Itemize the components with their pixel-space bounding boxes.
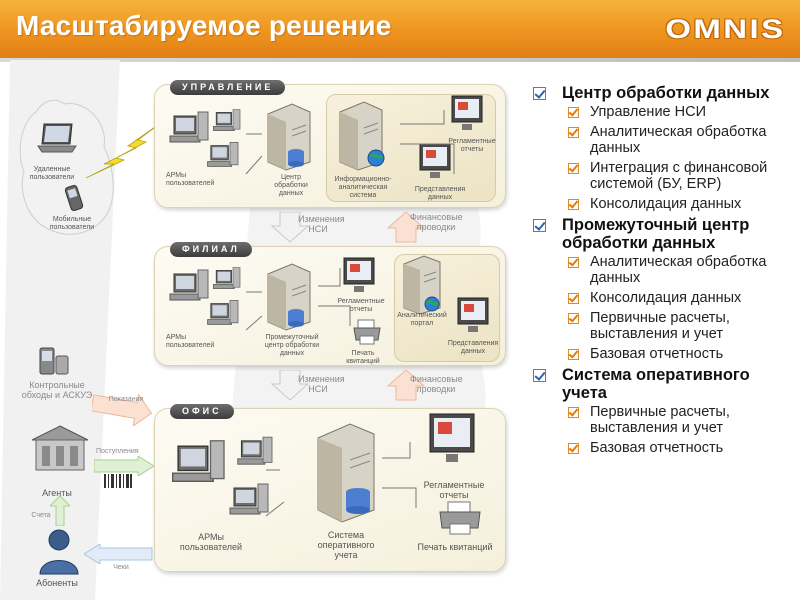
- checkbox-icon: [533, 219, 546, 232]
- list-item: Первичные расчеты, выставления и учет: [530, 310, 792, 342]
- lightning-icon: [85, 121, 163, 179]
- header-divider: [0, 58, 800, 62]
- checkbox-icon: [533, 87, 546, 100]
- checkbox-icon: [568, 349, 579, 360]
- reports-label-1: Регламентные отчеты: [448, 138, 496, 153]
- building-icon: [31, 425, 89, 471]
- arm-label-3: АРМы пользователей: [179, 532, 243, 552]
- arrow-right-icon: [94, 456, 155, 476]
- arrow-up-icon: [386, 212, 426, 243]
- arrow-left-icon: [84, 544, 153, 564]
- page-title: Масштабируемое решение: [16, 10, 392, 41]
- monitor-presentation-icon: [419, 143, 451, 178]
- printer-icon: [439, 501, 481, 535]
- fin-postings-label-2: Финансовые проводки: [410, 374, 463, 394]
- section-title: Система оперативного учета: [562, 366, 750, 402]
- checkbox-icon: [568, 313, 579, 324]
- section-title: Центр обработки данных: [562, 84, 770, 102]
- remote-users-label: Удаленные пользователи: [29, 166, 75, 181]
- mobile-users-label: Мобильные пользователи: [49, 216, 95, 231]
- section-title: Промежуточный центр обработки данных: [562, 216, 750, 252]
- center-label: Центр обработки данных: [274, 174, 308, 197]
- info-system-server-icon: [339, 101, 385, 171]
- checkbox-icon: [568, 257, 579, 268]
- operational-system-label: Система оперативного учета: [317, 530, 375, 560]
- data-presentation-label-2: Представления данных: [447, 340, 499, 355]
- arm-label-1: АРМы пользователей: [166, 172, 215, 187]
- subscribers-label: Абоненты: [36, 578, 78, 588]
- checkbox-icon: [568, 443, 579, 454]
- receipt-print-label-2: Печать квитанций: [346, 350, 380, 365]
- pc-cluster-icon: [172, 436, 273, 515]
- list-item: Управление НСИ: [530, 104, 792, 120]
- arrow-down-icon: [270, 370, 310, 401]
- checkbox-icon: [568, 127, 579, 138]
- arm-label-2: АРМы пользователей: [166, 334, 215, 349]
- checkbox-icon: [533, 369, 546, 382]
- analytic-portal-label: Аналитический портал: [397, 312, 447, 327]
- section-intermediate-center: Промежуточный центр обработки данных Ана…: [530, 216, 792, 362]
- portal-server-icon: [403, 255, 441, 315]
- arrow-up-icon: [386, 370, 426, 401]
- checkbox-icon: [568, 407, 579, 418]
- arrow-right-icon: [92, 393, 153, 426]
- list-item: Базовая отчетность: [530, 346, 792, 362]
- arrow-up-icon: [50, 496, 70, 526]
- payments-label: Поступления: [96, 448, 139, 455]
- pda-icon: [39, 347, 69, 375]
- list-item: Аналитическая обработка данных: [530, 124, 792, 156]
- pc-cluster-icon: [169, 109, 241, 167]
- server-icon: [317, 423, 375, 523]
- list-item: Первичные расчеты, выставления и учет: [530, 404, 792, 436]
- info-system-label: Информационно-аналитическая система: [334, 176, 392, 199]
- receipt-print-label-3: Печать квитанций: [417, 542, 493, 552]
- panel-tag-office: ОФИС: [170, 404, 234, 419]
- reports-label-3: Регламентные отчеты: [423, 480, 485, 500]
- feature-list: Центр обработки данных Управление НСИ Ан…: [530, 84, 792, 460]
- checks-label: Чеки: [113, 564, 129, 571]
- panel-tag-branch: ФИЛИАЛ: [170, 242, 252, 257]
- section-data-center: Центр обработки данных Управление НСИ Ан…: [530, 84, 792, 212]
- server-icon: [267, 263, 311, 331]
- agents-label: Агенты: [42, 488, 72, 498]
- pc-cluster-icon: [169, 267, 241, 325]
- omnis-logo: OMNIS: [665, 14, 786, 44]
- user-icon: [39, 529, 79, 575]
- list-item: Базовая отчетность: [530, 440, 792, 456]
- checkbox-icon: [568, 199, 579, 210]
- changes-nsi-label-1: Изменения НСИ: [298, 214, 345, 234]
- header-bar: Масштабируемое решение OMNIS: [0, 0, 800, 58]
- monitor-report-icon: [343, 257, 375, 292]
- laptop-icon: [37, 123, 77, 153]
- intermediate-center-label: Промежуточный центр обработки данных: [264, 334, 320, 357]
- reports-label-2: Регламентные отчеты: [337, 298, 385, 313]
- arrow-down-icon: [270, 212, 310, 243]
- checkbox-icon: [568, 107, 579, 118]
- monitor-report-icon: [451, 95, 483, 130]
- server-icon: [267, 103, 311, 171]
- monitor-presentation-icon: [457, 297, 489, 332]
- list-item: Интеграция с финансовой системой (БУ, ER…: [530, 160, 792, 192]
- control-rounds-label: Контрольные обходы и АСКУЭ: [21, 380, 93, 400]
- monitor-report-icon: [429, 413, 475, 462]
- list-item: Консолидация данных: [530, 290, 792, 306]
- data-presentation-label-1: Представления данных: [414, 186, 466, 201]
- readings-label: Показания: [108, 396, 144, 403]
- list-item: Консолидация данных: [530, 196, 792, 212]
- fin-postings-label-1: Финансовые проводки: [410, 212, 463, 232]
- panel-tag-management: УПРАВЛЕНИЕ: [170, 80, 286, 95]
- changes-nsi-label-2: Изменения НСИ: [298, 374, 345, 394]
- phone-icon: [64, 185, 84, 211]
- list-item: Аналитическая обработка данных: [530, 254, 792, 286]
- barcode-icon: [104, 474, 132, 488]
- printer-icon: [353, 319, 381, 345]
- checkbox-icon: [568, 163, 579, 174]
- checkbox-icon: [568, 293, 579, 304]
- section-operational-system: Система оперативного учета Первичные рас…: [530, 366, 792, 456]
- invoices-label: Счета: [31, 512, 51, 519]
